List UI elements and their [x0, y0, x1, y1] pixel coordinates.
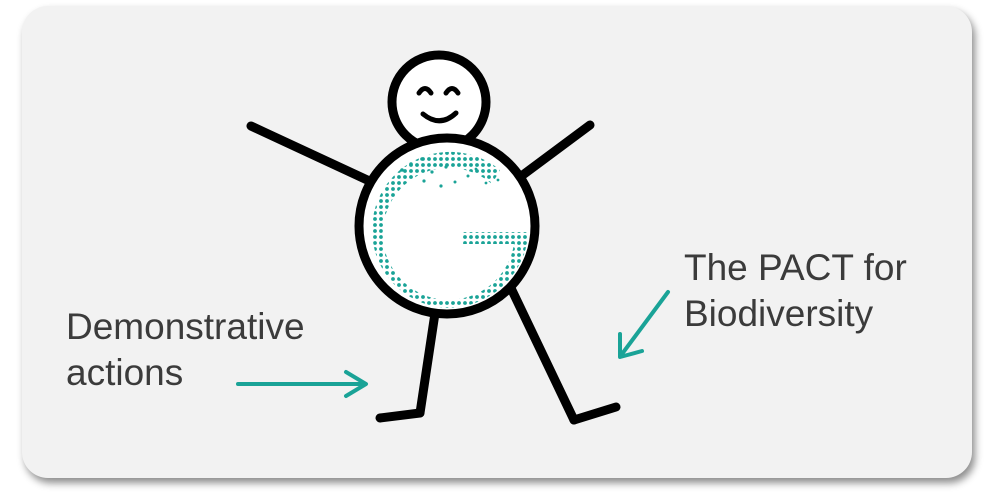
left-foot — [375, 408, 425, 423]
demonstrative-actions-label: Demonstrative actions — [66, 304, 305, 396]
left-leg — [415, 295, 442, 418]
label-line: Demonstrative — [66, 306, 305, 347]
label-line: actions — [66, 352, 184, 393]
right-foot — [569, 402, 621, 425]
label-line: The PACT for — [684, 247, 907, 288]
pact-for-biodiversity-label: The PACT for Biodiversity — [684, 245, 907, 337]
arrow-down-left-icon — [618, 290, 670, 359]
arrow-right-icon — [236, 370, 368, 398]
label-line: Biodiversity — [684, 293, 874, 334]
left-arm — [246, 121, 383, 190]
dotted-g-logo-icon — [354, 133, 540, 319]
smiley-face-icon — [387, 50, 491, 154]
right-arm — [507, 120, 595, 188]
right-leg — [504, 279, 579, 425]
